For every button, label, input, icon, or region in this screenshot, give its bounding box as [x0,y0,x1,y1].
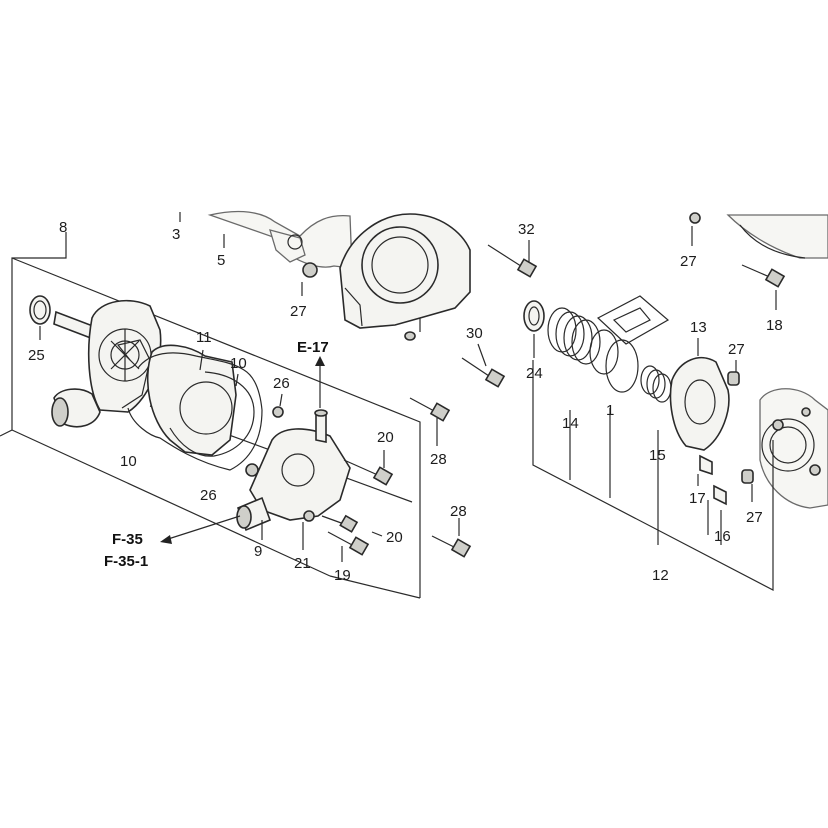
callout-leaders [39,212,777,562]
callout-20: 20 [386,529,403,546]
callout-11: 11 [196,329,212,346]
callout-3: 3 [172,226,180,243]
seal-set-leader-lines [532,360,774,591]
callout-labels: 8 3 5 27 32 27 18 25 11 10 26 30 24 14 1… [28,219,783,584]
callout-20: 20 [377,429,394,446]
callout-12: 12 [652,567,669,584]
reference-markers: E-17 F-35 F-35-1 [104,339,329,570]
callout-26: 26 [200,487,217,504]
callout-14: 14 [562,415,579,432]
callout-13: 13 [690,319,707,336]
reference-e17: E-17 [297,339,329,356]
callout-8: 8 [59,219,67,236]
engine-case-ghost [207,210,828,509]
callout-25: 25 [28,347,45,364]
callout-26: 26 [273,375,290,392]
arrow-up-icon [315,356,325,366]
bolts [302,212,786,558]
callout-27: 27 [728,341,745,358]
callout-10: 10 [120,453,137,470]
callout-21: 21 [294,555,311,572]
callout-18: 18 [766,317,783,334]
callout-27: 27 [290,303,307,320]
pump-body-parts [29,295,284,477]
callout-24: 24 [526,365,543,382]
callout-17: 17 [689,490,706,507]
seal-stack [523,295,730,506]
callout-28: 28 [430,451,447,468]
callout-1: 1 [606,402,614,419]
callout-10: 10 [230,355,247,372]
arrow-left-icon [160,535,172,544]
callout-16: 16 [714,528,731,545]
callout-27: 27 [746,509,763,526]
callout-27: 27 [680,253,697,270]
callout-32: 32 [518,221,535,238]
callout-30: 30 [466,325,483,342]
callout-15: 15 [649,447,666,464]
reference-f35: F-35 [112,531,143,548]
callout-5: 5 [217,252,225,269]
callout-19: 19 [334,567,351,584]
callout-28: 28 [450,503,467,520]
callout-9: 9 [254,543,262,560]
reference-f35-1: F-35-1 [104,553,148,570]
